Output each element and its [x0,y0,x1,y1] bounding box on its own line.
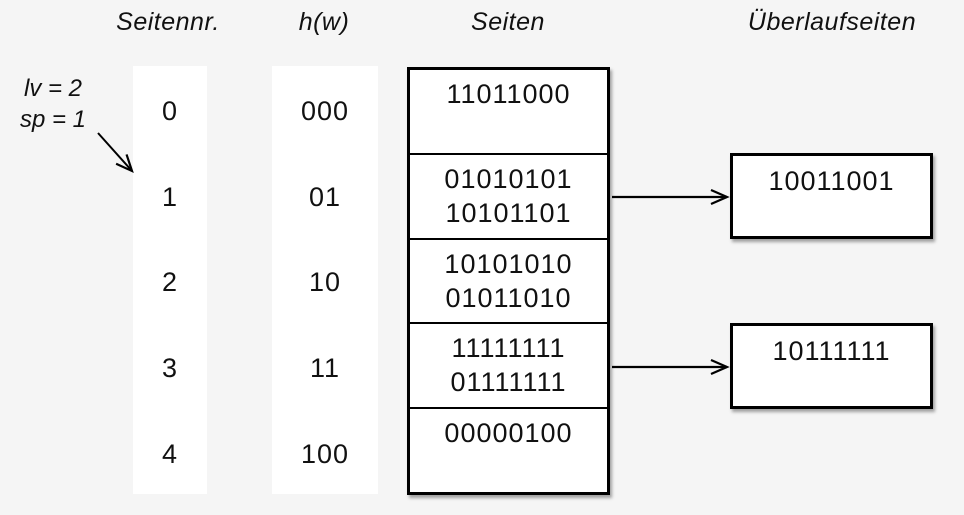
buckets-table: 11011000 01010101 10101101 10101010 0101… [407,67,610,495]
bucket-row-1: 01010101 10101101 [410,152,607,238]
hash-value-column: 000 01 10 11 100 [272,66,378,494]
bucket-row-3: 11111111 01111111 [410,322,607,407]
page-number-2: 2 [161,267,179,298]
column-header-seiten: Seiten [471,8,545,36]
bucket-entry: 11111111 [451,333,566,364]
bucket-row-0: 11011000 [410,70,607,153]
arrow-split-pointer [97,132,134,174]
page-number-4: 4 [161,438,179,469]
overflow-entry: 10011001 [768,166,895,196]
bucket-entry: 01111111 [450,367,567,398]
bucket-entry: 10101101 [445,197,572,228]
overflow-entry: 10111111 [772,336,891,366]
page-number-column: 0 1 2 3 4 [133,66,207,494]
hash-value-2: 10 [308,267,342,298]
page-number-3: 3 [161,353,179,384]
column-header-ueberlaufseiten: Überlaufseiten [747,8,917,36]
bucket-row-2: 10101010 01011010 [410,237,607,323]
level-value: lv = 2 [23,75,83,102]
bucket-row-4: 00000100 [410,407,607,492]
bucket-entry: 01011010 [445,282,572,313]
bucket-entry: 01010101 [444,163,573,194]
column-header-seitennr: Seitennr. [116,8,220,36]
state-annotation: lv = 2 sp = 1 [5,73,101,135]
page-number-1: 1 [161,181,179,212]
hash-value-1: 01 [308,181,342,212]
bucket-entry: 11011000 [446,79,571,109]
hash-value-3: 11 [309,353,341,384]
overflow-page-1: 10011001 [730,153,933,239]
column-header-hash-function: h(w) [298,8,350,36]
hash-value-0: 000 [300,96,350,127]
hash-value-4: 100 [300,438,350,469]
bucket-entry: 00000100 [444,418,573,449]
page-number-0: 0 [161,96,179,127]
overflow-page-2: 10111111 [730,323,933,409]
bucket-entry: 10101010 [444,248,573,279]
split-pointer-value: sp = 1 [19,106,87,133]
